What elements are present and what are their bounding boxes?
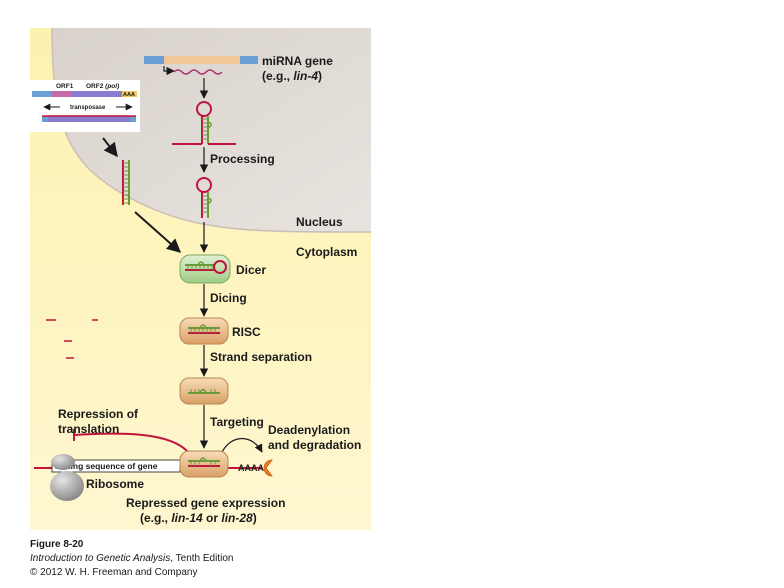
- repressed-expression-line2: (e.g., lin-14 or lin-28): [140, 511, 257, 525]
- risc-single-strand-complex: [179, 377, 229, 405]
- pri-mirna-hairpin: [172, 101, 236, 145]
- cytoplasm-label: Cytoplasm: [296, 245, 357, 259]
- dicing-label: Dicing: [210, 291, 247, 305]
- dicer-label: Dicer: [236, 263, 266, 277]
- deadenylation-label-line1: Deadenylation: [268, 423, 350, 437]
- transposon-transcript: [42, 115, 136, 122]
- book-edition: , Tenth Edition: [170, 553, 234, 564]
- stray-marks: [46, 319, 98, 359]
- mirna-gene-diagram: [144, 56, 258, 76]
- risc-guide-strand: [188, 388, 220, 394]
- mirna-gene-label: miRNA gene: [262, 54, 333, 68]
- targeting-label: Targeting: [210, 415, 264, 429]
- risc-bound-duplex: [188, 324, 220, 334]
- deadenylation-label-line2: and degradation: [268, 438, 361, 452]
- transposon-dsrna: [122, 160, 130, 205]
- pre-mirna-hairpin: [196, 177, 212, 218]
- nucleus-region: [52, 28, 371, 232]
- ribosome-label: Ribosome: [86, 477, 144, 491]
- aaa-top-label: AAA: [123, 92, 135, 98]
- orf1-label: ORF1: [56, 83, 74, 90]
- transposon-element: [32, 91, 137, 97]
- repressed-expression-line1: Repressed gene expression: [126, 496, 285, 510]
- book-title: Introduction to Genetic Analysis: [30, 553, 171, 564]
- exonuclease-icon: [263, 459, 273, 477]
- ribosome-small-subunit: [51, 454, 75, 470]
- repression-inhibition-line: [73, 432, 189, 453]
- processing-label: Processing: [210, 152, 275, 166]
- transposon-to-dsrna-arrow: [102, 137, 118, 158]
- orf2-label: ORF2 (pol): [86, 83, 119, 90]
- figure-number: Figure 8-20: [30, 539, 84, 550]
- ribosome-large-subunit: [50, 471, 84, 501]
- risc-target-duplex: [188, 457, 220, 467]
- risc-label: RISC: [232, 325, 261, 339]
- risc-target-complex: [179, 450, 229, 478]
- repression-label-line2: translation: [58, 422, 119, 436]
- strand-separation-label: Strand separation: [210, 350, 312, 364]
- risc-complex: [179, 317, 229, 345]
- coding-sequence-label: Coding sequence of gene: [54, 461, 158, 471]
- dicer-bound-hairpin: [185, 260, 227, 274]
- deadenylation-arrow: [221, 437, 263, 453]
- repression-label-line1: Repression of: [58, 407, 139, 421]
- copyright-line: © 2012 W. H. Freeman and Company: [30, 567, 198, 578]
- mirna-gene-example: (e.g., lin-4): [262, 69, 322, 83]
- nucleus-label: Nucleus: [296, 215, 343, 229]
- dsrna-to-dicer-arrow: [134, 211, 182, 253]
- transposase-label: transposase: [70, 105, 106, 111]
- aaaa-label: AAAA: [238, 463, 264, 473]
- book-citation: Introduction to Genetic Analysis, Tenth …: [30, 552, 233, 565]
